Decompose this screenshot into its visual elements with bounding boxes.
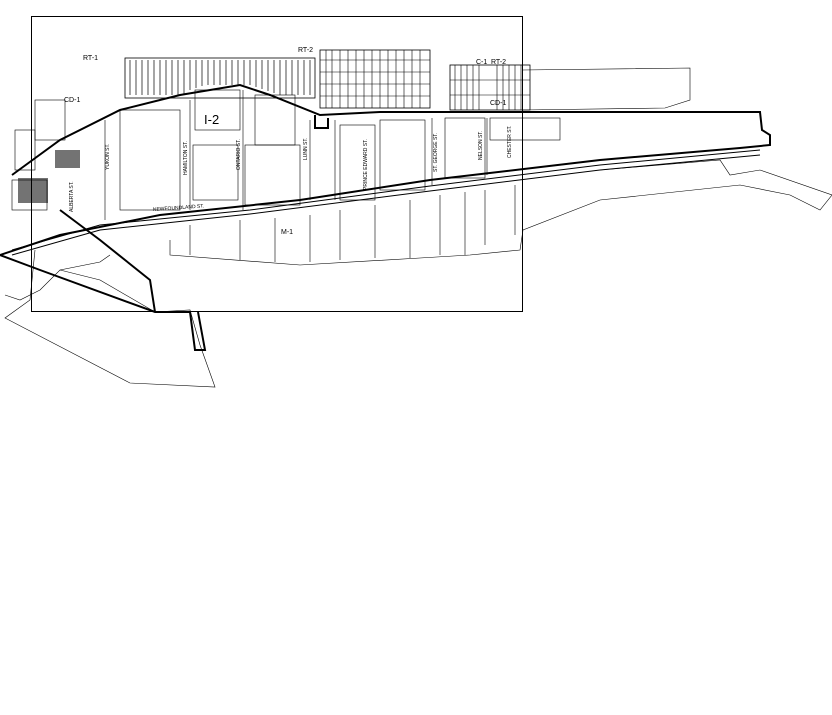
zone-label: CD-1 [490,100,506,107]
zone-label: M-1 [281,229,293,236]
street-label: PRINCE EDWARD ST. [363,139,369,190]
zone-labels: RT-1 RT-2 RT-2 C-1 CD-1 CD-1 I-2 M-1 C-1 [64,47,506,236]
thick-boundary [0,83,771,351]
street-label: YUKON ST. [105,144,111,170]
zone-label: RT-2 [491,59,506,66]
street-label: CHESTER ST. [507,125,513,158]
zone-label: CD-1 [64,97,80,104]
street-label: ST. GEORGE ST. [433,133,439,172]
rail-label: NEWFOUNDLAND ST. [153,203,205,213]
zone-label: C-1 [476,59,487,66]
map-frame [31,16,523,312]
street-label: NELSON ST. [478,131,484,160]
street-label: LUNN ST. [303,138,309,160]
zone-label: RT-1 [83,55,98,62]
railway [11,149,761,256]
street-label: HAMILTON ST. [183,141,189,175]
street-label: ALBERTA ST. [69,181,75,212]
parcels [11,89,561,262]
zone-label: I-2 [204,112,219,127]
zone-label: RT-2 [298,47,313,54]
outer-boundary [4,67,832,388]
street-label: ONTARIO ST. [236,139,242,170]
residential-lots [18,49,531,203]
street-labels: YUKON ST. HAMILTON ST. ONTARIO ST. LUNN … [69,125,513,213]
